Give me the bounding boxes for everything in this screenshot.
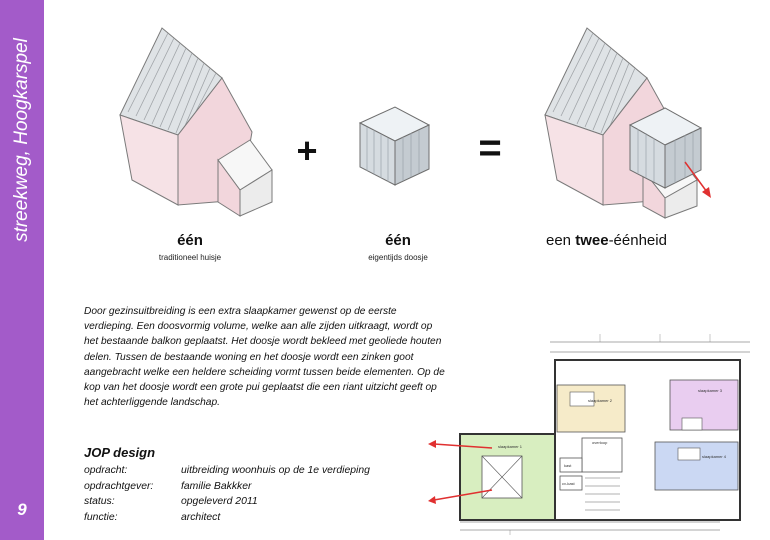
middle-caption-title: één bbox=[385, 232, 411, 249]
box-illustration bbox=[358, 106, 431, 186]
credits-title: JOP design bbox=[84, 445, 156, 460]
credit-label: status: bbox=[84, 496, 115, 507]
right-caption-bold: twee bbox=[575, 232, 609, 249]
room-label: slaapkamer 3 bbox=[698, 388, 723, 393]
room-label: slaapkamer 1 bbox=[498, 444, 523, 449]
credit-value: opgeleverd 2011 bbox=[181, 496, 258, 507]
left-caption-subtitle: traditioneel huisje bbox=[158, 253, 222, 262]
room-label: cv-kast bbox=[562, 481, 576, 486]
room-label: slaapkamer 4 bbox=[702, 454, 727, 459]
credit-row: status: opgeleverd 2011 bbox=[84, 494, 370, 510]
equals-sign: = bbox=[478, 126, 502, 170]
room-label: overloop bbox=[592, 440, 608, 445]
sidebar-title: streekweg, Hoogkarspel bbox=[11, 38, 32, 242]
credits-table: opdracht: uitbreiding woonhuis op de 1e … bbox=[84, 463, 370, 525]
project-description: Door gezinsuitbreiding is een extra slaa… bbox=[84, 306, 445, 409]
sidebar: streekweg, Hoogkarspel 9 bbox=[0, 0, 44, 540]
credit-label: functie: bbox=[84, 511, 118, 523]
left-caption-title: één bbox=[177, 232, 203, 249]
combined-house-illustration bbox=[544, 27, 711, 219]
credit-row: opdracht: uitbreiding woonhuis op de 1e … bbox=[84, 463, 370, 479]
middle-caption-subtitle: eigentijds doosje bbox=[368, 253, 428, 262]
room-label: kast bbox=[564, 463, 572, 468]
credit-value: architect bbox=[181, 511, 221, 523]
credit-value: uitbreiding woonhuis op de 1e verdieping bbox=[181, 465, 370, 476]
right-caption-suffix: -éénheid bbox=[608, 232, 667, 249]
credit-row: functie: architect bbox=[84, 510, 370, 526]
credit-row: opdrachtgever: familie Bakkker bbox=[84, 479, 370, 495]
right-caption-prefix: een bbox=[546, 232, 576, 249]
credit-label: opdracht: bbox=[84, 465, 128, 476]
credit-value: familie Bakkker bbox=[181, 480, 252, 492]
room-label: slaapkamer 2 bbox=[588, 398, 613, 403]
credit-label: opdrachtgever: bbox=[84, 480, 154, 492]
right-caption: een twee-éénheid bbox=[546, 232, 667, 249]
plus-sign: + bbox=[296, 130, 318, 171]
page-number: 9 bbox=[17, 500, 27, 519]
floor-plan: slaapkamer 1 slaapkamer 2 slaapkamer 3 s… bbox=[428, 334, 750, 535]
traditional-house-illustration bbox=[119, 27, 273, 217]
